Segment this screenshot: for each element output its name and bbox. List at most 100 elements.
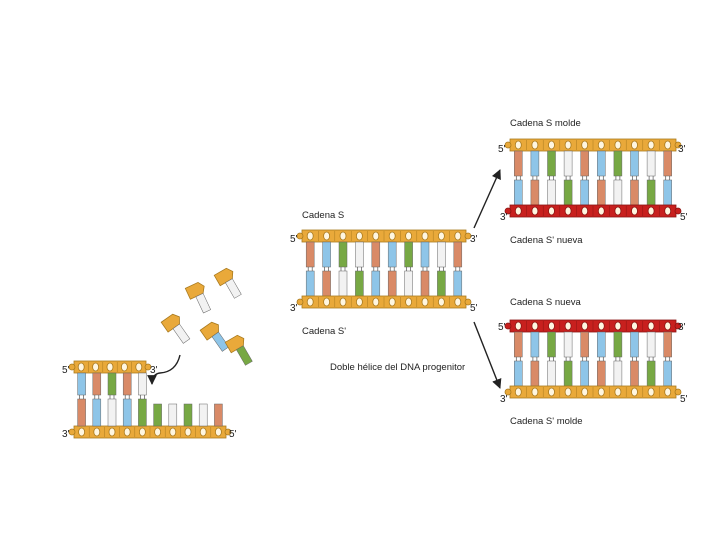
unpaired-base [168,403,178,427]
d1-top-strand [504,138,682,152]
base-top [646,331,656,358]
base-bottom [613,179,623,206]
sugar-node [78,427,85,437]
sugar-node [421,297,429,307]
sugar-node [138,427,146,437]
daughter-helix-1 [504,138,682,218]
sugar-node [614,140,622,150]
sugar-node [647,321,655,331]
sugar-node [388,297,396,307]
sugar-node [614,321,622,331]
nucleotide-base [172,323,191,344]
base-top [514,150,523,177]
sugar-node [581,140,589,150]
free-nucleotide-icon [213,267,242,299]
free-nucleotide-icon [224,334,253,366]
base-top [663,331,672,358]
daughter1-top-3-end: 3' [678,144,686,155]
arrow-to-daughter2-icon [473,321,502,389]
base-top [530,150,540,177]
base-bottom [663,179,672,206]
base-bottom [404,270,413,297]
base-bottom [547,360,556,387]
base-top [107,372,117,396]
base-top [305,241,315,268]
base-bottom [530,360,540,387]
sugar-node [548,387,555,397]
strand-end-cap [504,207,512,215]
base-top [77,372,86,396]
strand-end-cap [296,232,304,240]
base-bottom [387,270,397,297]
sugar-node [437,231,445,241]
fork-bottom-5-end: 5' [229,429,237,440]
daughter2-bottom-5-end: 5' [680,394,688,405]
base-bottom [371,270,381,297]
parent-caption: Doble hélice del DNA progenitor [330,362,465,373]
sugar-node [548,206,555,216]
strand-end-cap [674,388,682,396]
sugar-node [597,206,605,216]
unpaired-base [153,403,162,427]
sugar-node [123,427,131,437]
sugar-node [323,297,331,307]
base-top [530,331,540,358]
d1-bottom-strand [504,204,682,218]
free-nucleotide-icon [160,313,191,344]
sugar-node [664,206,672,216]
daughter-helix-2 [504,319,682,399]
sugar-node [581,321,589,331]
sugar-node [614,206,622,216]
fork-top-3-end: 3' [150,365,158,376]
base-top [122,372,132,396]
daughter1-bottom-3-end: 3' [500,212,508,223]
base-bottom [122,398,132,427]
strand-end-cap [504,322,512,330]
sugar-node [564,140,572,150]
strand-end-cap [68,363,76,371]
base-bottom [514,360,523,387]
sugar-node [93,427,101,437]
strand-end-cap [296,298,304,306]
base-top [437,241,446,268]
sugar-node [514,321,522,331]
base-top [630,150,639,177]
strand-end-cap [224,428,232,436]
base-bottom [338,270,348,297]
nucleotide-sugar-phosphate [213,267,234,287]
sugar-node [339,231,347,241]
unpaired-base [214,403,223,427]
sugar-node [454,297,462,307]
base-bottom [547,179,556,206]
free-nucleotide-icon [184,281,212,314]
strand-end-cap [674,141,682,149]
base-top [580,331,589,358]
daughter2-top-5-end: 5' [498,322,506,333]
nucleotide-base [225,278,242,299]
daughter1-bottom-strand-label: Cadena S' nueva [510,235,583,246]
base-top [92,372,102,396]
sugar-node [355,231,363,241]
sugar-node [421,231,429,241]
sugar-node [454,231,462,241]
daughter2-bottom-3-end: 3' [500,394,508,405]
strand-end-cap [674,322,682,330]
sugar-node [548,321,555,331]
nucleotide-addition-arrow-icon [147,354,181,385]
strand-end-cap [144,363,152,371]
base-top [597,150,606,177]
sugar-node [106,362,114,372]
sugar-node [323,231,331,241]
base-bottom [453,270,463,297]
sugar-node [154,427,162,437]
sugar-node [169,427,177,437]
parent-bottom-strand-label: Cadena S' [302,326,346,337]
strand-end-cap [504,141,512,149]
sugar-node [388,231,396,241]
base-bottom [355,270,364,297]
fork-bottom-3-end: 3' [62,429,70,440]
base-bottom [630,179,639,206]
sugar-node [647,140,655,150]
base-bottom [563,179,573,206]
